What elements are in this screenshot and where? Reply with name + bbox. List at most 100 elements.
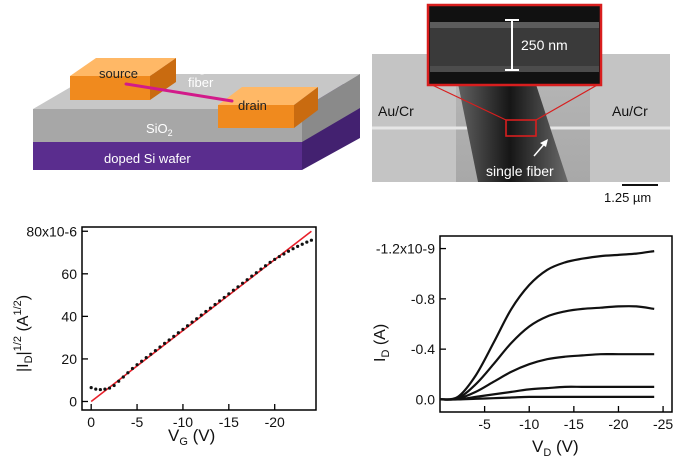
transfer-plot-point (117, 379, 121, 383)
drain-electrode-top (218, 87, 318, 105)
transfer-plot-point (126, 371, 130, 375)
transfer-plot-point (167, 338, 171, 342)
output-plot-y-tick-label: 0.0 (416, 391, 436, 407)
transfer-plot-point (172, 334, 176, 338)
transfer-plot-point (222, 295, 226, 300)
transfer-plot-x-tick-label: -10 (173, 414, 193, 430)
transfer-plot-y-tick-label: 40 (61, 308, 77, 324)
substrate-label: doped Si wafer (104, 151, 191, 166)
transfer-plot-point (190, 320, 194, 324)
right-electrode-label: Au/Cr (612, 103, 648, 119)
zoom-region-box (505, 119, 537, 137)
transfer-plot-x-tick-label: -15 (219, 414, 239, 430)
output-plot-ticks: -5 -10 -15 -20 -25 0.0 -0.4 -0.8 -1.2x10-9 (376, 241, 674, 432)
transfer-plot-points (89, 238, 314, 392)
output-plot-y-tick-label: -1.2x10-9 (376, 241, 435, 257)
transfer-plot-frame (81, 226, 317, 411)
transfer-plot-point (185, 324, 190, 328)
transfer-plot-x-label: VG (V) (168, 426, 215, 448)
transfer-plot-point (213, 302, 217, 307)
source-electrode-front (70, 76, 150, 100)
transfer-plot-point (89, 386, 93, 390)
transfer-plot-point (103, 387, 107, 391)
fiber-label-line2: fiber (188, 75, 214, 90)
output-plot-y-tick-label: -0.8 (411, 291, 435, 307)
transfer-plot-point (130, 366, 135, 371)
output-plot-x-label: VD (V) (532, 437, 579, 459)
transfer-plot-x-tick-label: -5 (131, 414, 144, 430)
transfer-plot-point (94, 387, 98, 391)
transfer-plot-x-tick-label: -20 (265, 414, 285, 430)
transfer-plot-point (162, 341, 167, 345)
transfer-plot-x-tick-label: 0 (87, 414, 95, 430)
transfer-plot-point (112, 383, 116, 388)
transfer-plot-point (153, 349, 158, 353)
transfer-plot-point (240, 281, 245, 285)
output-plot-x-tick-label: -20 (608, 416, 628, 432)
drain-electrode-front (218, 105, 294, 128)
single-fiber-line (124, 82, 234, 103)
transfer-plot-point (300, 242, 304, 246)
transfer-plot-y-tick-label: 60 (61, 266, 77, 282)
transfer-plot-point (254, 271, 258, 275)
output-plot-x-tick-label: -5 (478, 416, 491, 432)
zoom-connector-left (429, 83, 507, 121)
transfer-plot-point (135, 363, 139, 367)
transfer-plot-point (98, 387, 102, 392)
output-plot-x-tick-label: -10 (519, 416, 539, 432)
transfer-plot-point (140, 359, 144, 363)
right-electrode-area (590, 54, 670, 182)
transfer-plot-point (121, 375, 125, 379)
output-plot-curve (439, 353, 655, 401)
transfer-plot-point (277, 254, 281, 259)
transfer-plot-point (218, 299, 222, 303)
source-label: source (99, 66, 138, 81)
transfer-plot-point (305, 240, 309, 244)
transfer-plot-point (309, 238, 314, 242)
fiber-pointer-head (540, 139, 548, 147)
output-plot-curve (439, 305, 655, 401)
transfer-plot-point (236, 285, 240, 289)
transfer-plot-point (181, 327, 185, 331)
output-plot-curve (439, 385, 655, 401)
output-plot-x-tick-label: -25 (653, 416, 673, 432)
output-plot-y-label: ID (A) (372, 324, 392, 362)
fiber-label: single fiber (486, 163, 554, 179)
output-plot-x-tick-label: -15 (564, 416, 584, 432)
sem-micrograph: 250 nm Au/Cr Au/Cr single fiber 1.25 µm (372, 3, 670, 205)
transfer-plot-point (250, 274, 254, 278)
oxide-label: SiO2 (146, 121, 173, 138)
transfer-plot-point (291, 247, 295, 251)
transfer-plot-point (259, 267, 263, 271)
transfer-plot-point (227, 292, 231, 296)
output-plot-frame (439, 235, 673, 413)
output-plot-curves (439, 250, 655, 401)
transfer-plot-point (296, 244, 300, 248)
output-plot-curve (439, 250, 655, 401)
transfer-plot-point (208, 306, 213, 310)
inset-fiber (430, 22, 599, 72)
drain-label: drain (238, 98, 267, 113)
transfer-plot-y-tick-label: 0 (69, 393, 77, 409)
transfer-plot-point (107, 386, 112, 390)
transfer-plot-point (176, 331, 180, 335)
transfer-plot-point (144, 356, 148, 360)
inset-fiber-edge-top (430, 22, 599, 28)
transfer-plot-point (273, 257, 277, 261)
transfer-plot-y-tick-label: 20 (61, 351, 77, 367)
transfer-plot-point (158, 345, 162, 349)
output-plot-y-tick-label: -0.4 (411, 341, 435, 357)
fiber-label-line1: single (182, 60, 216, 75)
left-electrode-label: Au/Cr (378, 103, 414, 119)
output-plot: -5 -10 -15 -20 -25 0.0 -0.4 -0.8 -1.2x10-9 VD (V… (372, 235, 674, 459)
drain-electrode-side (294, 87, 318, 128)
oxide-side (302, 74, 360, 142)
transfer-plot-point (149, 352, 153, 356)
device-schematic: source drain single fiber SiO2 doped Si … (33, 58, 360, 170)
transfer-plot-point (199, 313, 203, 317)
inset-scale-label: 250 nm (521, 37, 568, 53)
